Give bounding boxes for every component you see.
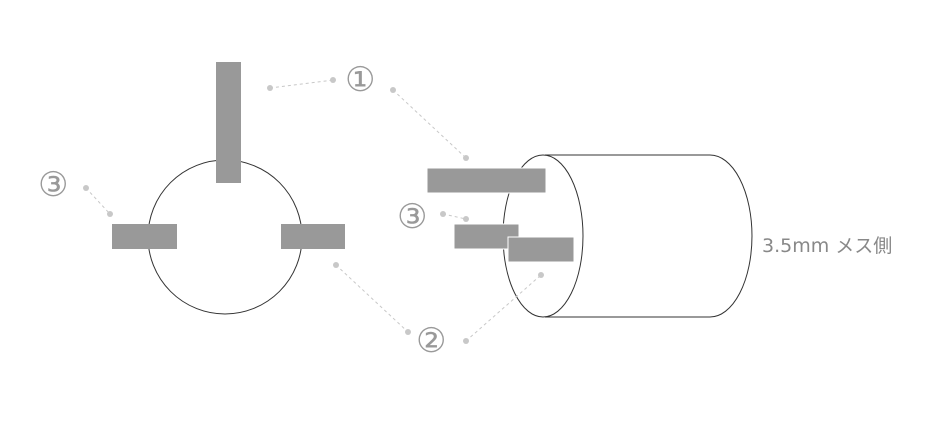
label-2: ②: [416, 321, 447, 361]
label-3-left: ③: [38, 165, 69, 205]
cylinder-body: [545, 154, 753, 318]
label-3-right: ③: [397, 197, 428, 237]
label-1: ①: [345, 60, 376, 100]
pin-2-front: [281, 224, 345, 249]
caption-female-side: 3.5mm メス側: [762, 235, 893, 257]
side-view: [426, 154, 753, 318]
pin-1-front: [216, 62, 241, 183]
pin-1-side: [426, 167, 547, 194]
leader-lines: [83, 77, 544, 344]
front-view: [112, 62, 345, 315]
pin-2-side: [507, 236, 575, 263]
pin-3-front: [112, 224, 177, 249]
